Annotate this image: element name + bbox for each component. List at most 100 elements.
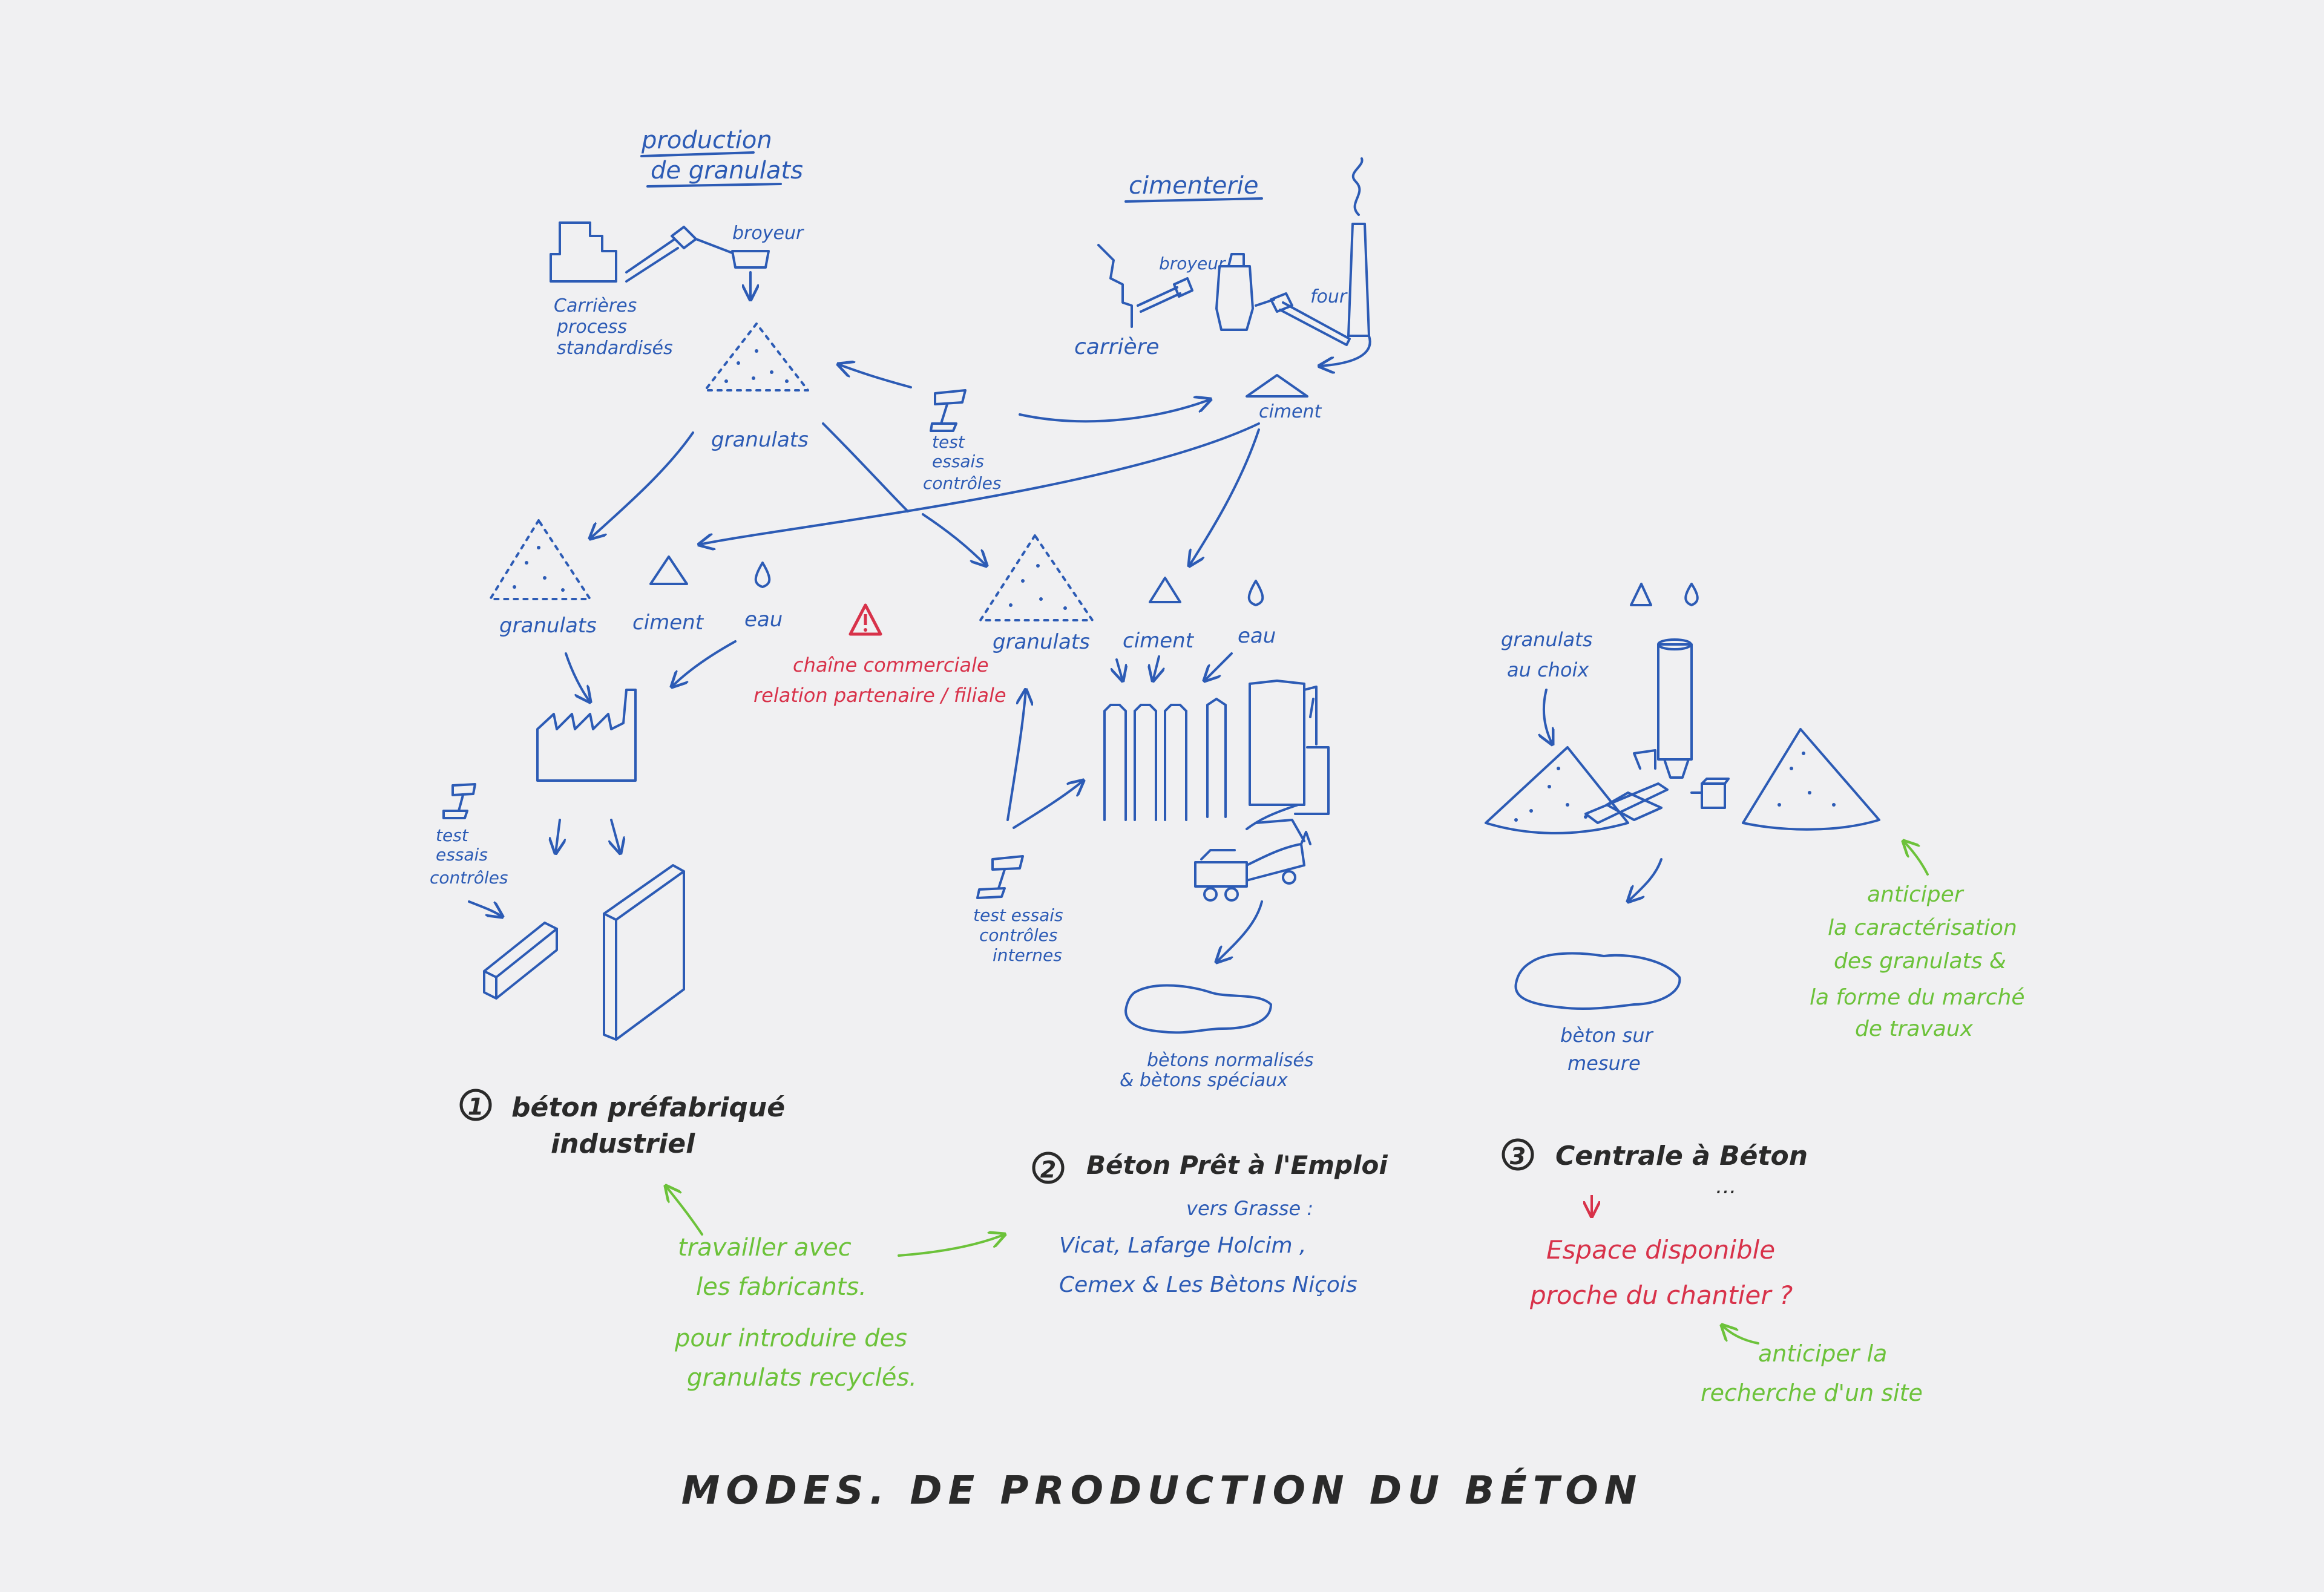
output-line-1: bèton sur bbox=[1560, 1024, 1654, 1047]
arrow bbox=[1722, 1325, 1759, 1345]
mode2-title: Béton Prêt à l'Emploi bbox=[1086, 1150, 1388, 1180]
crusher-icon bbox=[731, 250, 770, 269]
note-line-4: la forme du marché bbox=[1810, 985, 2024, 1010]
eau-label: eau bbox=[1238, 624, 1276, 648]
question-line-1: Espace disponible bbox=[1546, 1235, 1775, 1265]
ciment-icon bbox=[649, 555, 688, 585]
concrete-output-icon bbox=[1124, 984, 1272, 1034]
companies-line-2: Cemex & Les Bètons Niçois bbox=[1059, 1273, 1357, 1297]
arrow-test-to-ciment bbox=[1019, 399, 1210, 423]
quarry-icon bbox=[1097, 244, 1133, 328]
arrow bbox=[468, 900, 502, 917]
test-label-3: contrôles bbox=[430, 868, 508, 888]
ciment-icon bbox=[1149, 577, 1181, 603]
carrieres-label-3: standardisés bbox=[557, 338, 673, 359]
test-label-3: contrôles bbox=[923, 473, 1002, 493]
arrow bbox=[898, 1234, 1005, 1257]
arrow bbox=[1246, 804, 1299, 830]
arrow bbox=[1544, 689, 1552, 744]
conveyor-icon bbox=[625, 238, 676, 274]
output-line-1: bètons normalisés bbox=[1147, 1050, 1314, 1071]
eau-label: eau bbox=[744, 608, 783, 632]
test-label-2: essais bbox=[436, 845, 488, 865]
test-label-3: internes bbox=[993, 945, 1062, 965]
granulats-pile-icon bbox=[489, 519, 591, 600]
mode1-title-2: industriel bbox=[551, 1128, 695, 1159]
cimenterie: cimenterie carrière broyeur four ciment bbox=[1074, 157, 1371, 422]
arrow-granulats-to-mode2-b bbox=[922, 513, 986, 566]
carrieres-label-2: process bbox=[556, 316, 627, 338]
note-line-3: des granulats & bbox=[1834, 949, 2006, 974]
cimenterie-title: cimenterie bbox=[1129, 172, 1259, 200]
output-line-2: mesure bbox=[1567, 1052, 1641, 1075]
ciment-label: ciment bbox=[1123, 629, 1195, 653]
mode3-dots: ... bbox=[1716, 1174, 1736, 1199]
note-line-2: la caractérisation bbox=[1828, 916, 2017, 940]
mode3-number: 3 bbox=[1510, 1143, 1526, 1170]
granulats-label-2: au choix bbox=[1507, 658, 1589, 681]
arrow bbox=[1153, 655, 1159, 681]
arrow-granulats-to-mode1 bbox=[590, 431, 694, 539]
page-title: MODES. DE PRODUCTION DU BÉTON bbox=[681, 1467, 1643, 1513]
factory-icon bbox=[536, 689, 637, 782]
granulats-production: production de granulats broyeur Carrière… bbox=[550, 126, 809, 452]
quarry-icon bbox=[550, 221, 617, 283]
test-label-1: test essais bbox=[973, 905, 1063, 925]
carriere-label: carrière bbox=[1074, 335, 1160, 359]
note-line-2: recherche d'un site bbox=[1701, 1380, 1923, 1406]
underline bbox=[640, 151, 755, 157]
warning-note: chaîne commerciale relation partenaire /… bbox=[753, 603, 1006, 707]
note-line-3: pour introduire des bbox=[674, 1325, 907, 1352]
mode2-number: 2 bbox=[1040, 1156, 1056, 1183]
concrete-output-icon bbox=[1514, 952, 1681, 1011]
water-drop-icon bbox=[1684, 583, 1699, 606]
silo-icon bbox=[1215, 265, 1254, 331]
ciment-icon bbox=[1246, 374, 1308, 398]
arrow-granulats-to-mode2-a bbox=[822, 422, 909, 513]
granulats-label: granulats bbox=[711, 428, 809, 452]
granulats-label: granulats bbox=[499, 614, 597, 638]
ciment-label: ciment bbox=[1259, 401, 1322, 422]
chimney-icon bbox=[1347, 223, 1370, 337]
test-label-2: essais bbox=[932, 451, 984, 471]
granulats-production-title-2: de granulats bbox=[651, 157, 803, 185]
note-line-5: de travaux bbox=[1855, 1017, 1974, 1041]
arrow bbox=[556, 819, 560, 853]
granulats-pile-icon bbox=[979, 534, 1094, 621]
note-anticiper-site: anticiper la recherche d'un site bbox=[1701, 1325, 1923, 1406]
mixer-truck-icon bbox=[1194, 819, 1311, 902]
test-label-1: test bbox=[436, 825, 469, 845]
output-line-2: & bètons spéciaux bbox=[1120, 1070, 1288, 1091]
note-anticiper-caracterisation: anticiper la caractérisation des granula… bbox=[1810, 841, 2024, 1041]
batching-plant-icon bbox=[1584, 638, 1730, 824]
arrow bbox=[1006, 690, 1026, 821]
test-icon bbox=[991, 855, 1024, 871]
ciment-label: ciment bbox=[632, 611, 704, 635]
arrow bbox=[1628, 858, 1663, 902]
granulats-pile-icon bbox=[704, 323, 809, 391]
arrow bbox=[1216, 900, 1263, 962]
arrow bbox=[672, 640, 737, 687]
arrow bbox=[1117, 658, 1123, 681]
mode3-centrale: granulats au choix bèton sur mesure bbox=[1485, 583, 1880, 1310]
mode2-pret-a-l-emploi: granulats ciment eau bbox=[973, 534, 1388, 1297]
ciment-icon bbox=[1630, 583, 1652, 606]
test-label-2: contrôles bbox=[979, 925, 1058, 945]
arrow bbox=[666, 1186, 703, 1236]
arrow-test-to-granulats bbox=[838, 364, 912, 388]
test-icon-center: test essais contrôles bbox=[923, 389, 1002, 493]
warning-icon bbox=[849, 603, 882, 636]
underline bbox=[646, 183, 782, 188]
mode1-number: 1 bbox=[468, 1093, 484, 1120]
arrow-ciment-to-mode2 bbox=[1189, 428, 1260, 566]
question-line-2: proche du chantier ? bbox=[1529, 1280, 1793, 1310]
warning-line-1: chaîne commerciale bbox=[793, 654, 989, 676]
mode3-title: Centrale à Béton bbox=[1555, 1141, 1808, 1171]
mode1-prefabrique: granulats ciment eau test essais contrôl… bbox=[430, 519, 785, 1159]
hopper-icon bbox=[671, 226, 697, 249]
silos-icon bbox=[1103, 680, 1330, 821]
kiln-icon bbox=[1279, 301, 1351, 346]
note-travailler: travailler avec les fabricants. pour int… bbox=[666, 1186, 1005, 1392]
test-icon bbox=[451, 783, 476, 796]
